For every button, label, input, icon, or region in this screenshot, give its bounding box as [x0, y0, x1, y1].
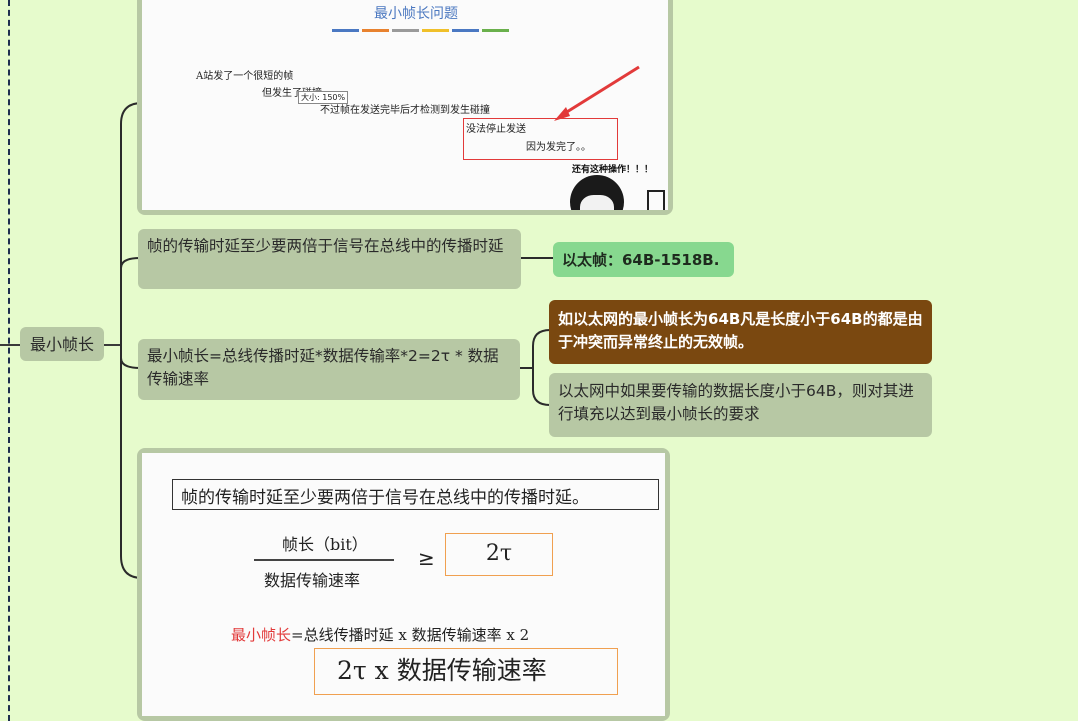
title-bar-5 [482, 29, 509, 32]
two-tau-box: 2τ [445, 533, 553, 576]
branch-propagation [120, 257, 141, 269]
greater-equal-sign: ≥ [418, 546, 435, 570]
parent-connector [0, 344, 20, 346]
slide-line-2: 但发生了碰撞 [262, 88, 322, 99]
formula-red-label: 最小帧长 [231, 626, 292, 644]
slide-line-1: A站发了一个很短的帧 [196, 71, 294, 82]
title-bar-3 [422, 29, 449, 32]
slide-image-bottom[interactable]: 帧的传输时延至少要两倍于信号在总线中的传播时延。 帧长（bit） 数据传输速率 … [137, 448, 670, 721]
node-min-frame-formula[interactable]: 最小帧长=总线传播时延*数据传输率*2=2τ * 数据传输速率 [138, 339, 520, 400]
red-highlight-box [463, 118, 618, 160]
fraction-numerator: 帧长（bit） [282, 535, 368, 554]
slide-title: 最小帧长问题 [374, 6, 458, 22]
main-bracket [120, 102, 143, 579]
node-padding-rule[interactable]: 以太网中如果要传输的数据长度小于64B，则对其进行填充以达到最小帧长的要求 [549, 373, 932, 437]
node-propagation-delay[interactable]: 帧的传输时延至少要两倍于信号在总线中的传播时延 [138, 229, 521, 289]
slide-edge-decoration [647, 190, 665, 210]
slide-top-content: 最小帧长问题 A站发了一个很短的帧 但发生了碰撞 大小: 150% 不过帧在发送… [142, 0, 668, 210]
branch-formula [120, 357, 141, 369]
node-ethernet-frame[interactable]: 以太帧：64B-1518B. [553, 242, 734, 277]
red-arrow-icon [554, 65, 640, 121]
slide-image-top[interactable]: 最小帧长问题 A站发了一个很短的帧 但发生了碰撞 大小: 150% 不过帧在发送… [137, 0, 673, 215]
slide-line-3: 不过帧在发送完毕后才检测到发生碰撞 [320, 105, 490, 116]
slide-bottom-content: 帧的传输时延至少要两倍于信号在总线中的传播时延。 帧长（bit） 数据传输速率 … [142, 453, 665, 716]
formula-line: 最小帧长=总线传播时延 x 数据传输速率 x 2 [231, 624, 529, 645]
title-bar-2 [392, 29, 419, 32]
exclaim-text: 还有这种操作！！！ [572, 165, 654, 175]
title-bar-4 [452, 29, 479, 32]
root-node-min-frame-length[interactable]: 最小帧长 [20, 327, 104, 361]
fraction-line [254, 559, 394, 561]
formula-rest: =总线传播时延 x 数据传输速率 x 2 [291, 626, 530, 644]
title-bar-1 [362, 29, 389, 32]
result-box: 2τ x 数据传输速率 [314, 648, 618, 695]
dashed-boundary [8, 0, 10, 721]
sub-bracket [532, 329, 551, 406]
slide-line-4: 没法停止发送 [466, 124, 526, 135]
title-bar-0 [332, 29, 359, 32]
zoom-tooltip: 大小: 150% [298, 91, 349, 104]
slide-line-5: 因为发完了。。 [526, 142, 591, 153]
node-ethernet-min-frame[interactable]: 如以太网的最小帧长为64B凡是长度小于64B的都是由于冲突而异常终止的无效帧。 [549, 300, 932, 364]
statement-box: 帧的传输时延至少要两倍于信号在总线中的传播时延。 [172, 479, 659, 510]
title-color-bars [332, 29, 509, 32]
fraction-denominator: 数据传输速率 [264, 571, 361, 590]
root-connector [104, 344, 120, 346]
